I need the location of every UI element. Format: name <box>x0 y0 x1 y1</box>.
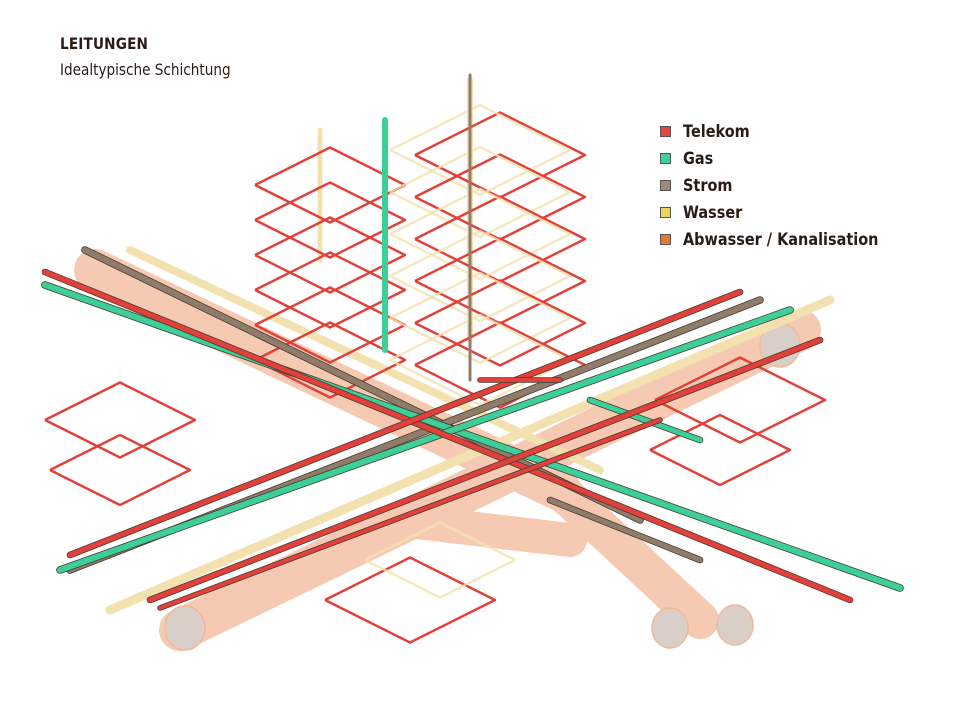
floor-water-frame <box>389 145 572 239</box>
floor-telecom-frame <box>254 216 407 294</box>
floor-water-frame <box>389 229 572 323</box>
legend-label-abwasser: Abwasser / Kanalisation <box>683 229 879 250</box>
floor-telecom-frame <box>254 181 407 259</box>
telecom-cross-line-3 <box>158 418 662 610</box>
floor-telecom-frame <box>254 251 407 329</box>
gas-branch-line <box>587 397 703 443</box>
legend-label-strom: Strom <box>683 175 733 196</box>
floor-water-frame <box>389 103 572 197</box>
floor-telecom-frame <box>414 153 587 241</box>
legend-swatch-telekom <box>660 126 671 137</box>
floor-telecom-frame <box>414 237 587 325</box>
gas-cross-line <box>57 307 793 573</box>
gas-lines <box>41 281 904 592</box>
water-main-pipe-2 <box>126 246 604 474</box>
sewer-opening <box>651 607 689 649</box>
legend-label-telekom: Telekom <box>683 121 750 142</box>
legend-item-gas: Gas <box>660 145 913 172</box>
sewer-lower-pipe <box>383 503 587 557</box>
house-frame-right <box>654 356 827 444</box>
legend-item-wasser: Wasser <box>660 199 913 226</box>
telecom-lines <box>41 268 854 611</box>
house-frame-bottom <box>324 556 497 644</box>
gas-main-line <box>42 282 903 591</box>
telecom-cross-line-1 <box>67 289 743 558</box>
diagram-title: LEITUNGEN <box>60 34 149 53</box>
legend: Telekom Gas Strom Wasser Abwasser / Kana… <box>660 118 913 253</box>
house-frame-bottom-water <box>364 521 517 599</box>
telecom-main-line <box>42 269 853 603</box>
legend-item-abwasser: Abwasser / Kanalisation <box>660 226 913 253</box>
sewer-opening <box>716 604 754 646</box>
legend-swatch-gas <box>660 153 671 164</box>
floor-telecom-frame <box>414 111 587 199</box>
legend-item-telekom: Telekom <box>660 118 913 145</box>
floor-water-frame <box>389 187 572 281</box>
house-frame-left <box>44 381 197 459</box>
legend-swatch-wasser <box>660 207 671 218</box>
house-frame-left-2 <box>49 433 192 507</box>
legend-label-gas: Gas <box>683 148 714 169</box>
diagram-subtitle: Idealtypische Schichtung <box>60 60 231 79</box>
floor-telecom-frame <box>414 195 587 283</box>
water-main-pipe <box>105 295 835 615</box>
house-frame-right-2 <box>649 413 792 487</box>
telecom-cross-line-2 <box>147 337 823 603</box>
floor-telecom-frame <box>254 321 407 399</box>
house-connection-frames <box>44 356 827 644</box>
legend-label-wasser: Wasser <box>683 202 743 223</box>
legend-item-strom: Strom <box>660 172 913 199</box>
legend-swatch-abwasser <box>660 234 671 245</box>
sewer-opening <box>164 605 206 651</box>
power-branch-line <box>547 497 703 563</box>
legend-swatch-strom <box>660 180 671 191</box>
floor-telecom-frame <box>414 279 587 367</box>
floor-water-frame <box>389 271 572 365</box>
